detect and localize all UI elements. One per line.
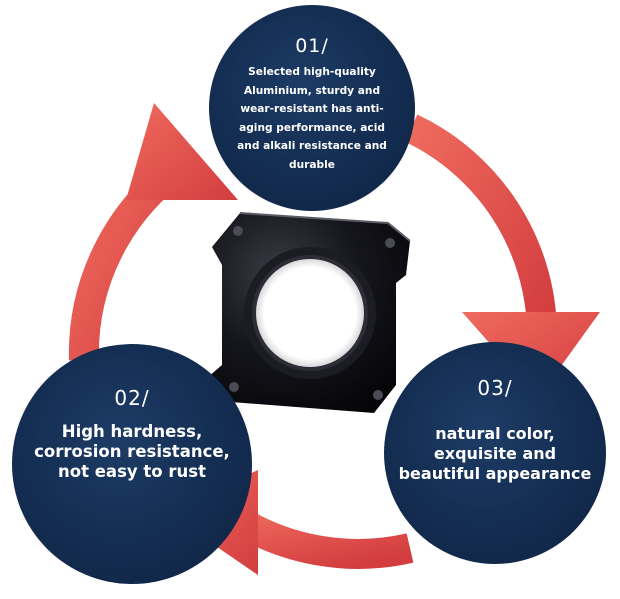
step-text: High hardness, corrosion resistance, not… (34, 422, 230, 481)
step-number: 03/ (477, 376, 513, 400)
arrow-arc-right (404, 114, 557, 331)
arrow-head-left (126, 103, 238, 200)
step-text: Selected high-quality Aluminium, sturdy … (237, 66, 387, 171)
feature-circle-03: 03/ natural color, exquisite and beautif… (384, 342, 606, 564)
flange-mount-plate-image (208, 212, 411, 413)
feature-circle-01: 01/ Selected high-quality Aluminium, stu… (209, 5, 415, 211)
step-number: 02/ (114, 386, 150, 410)
step-number: 01/ (295, 35, 329, 57)
feature-circle-02: 02/ High hardness, corrosion resistance,… (12, 344, 252, 584)
step-text: natural color, exquisite and beautiful a… (398, 424, 592, 483)
